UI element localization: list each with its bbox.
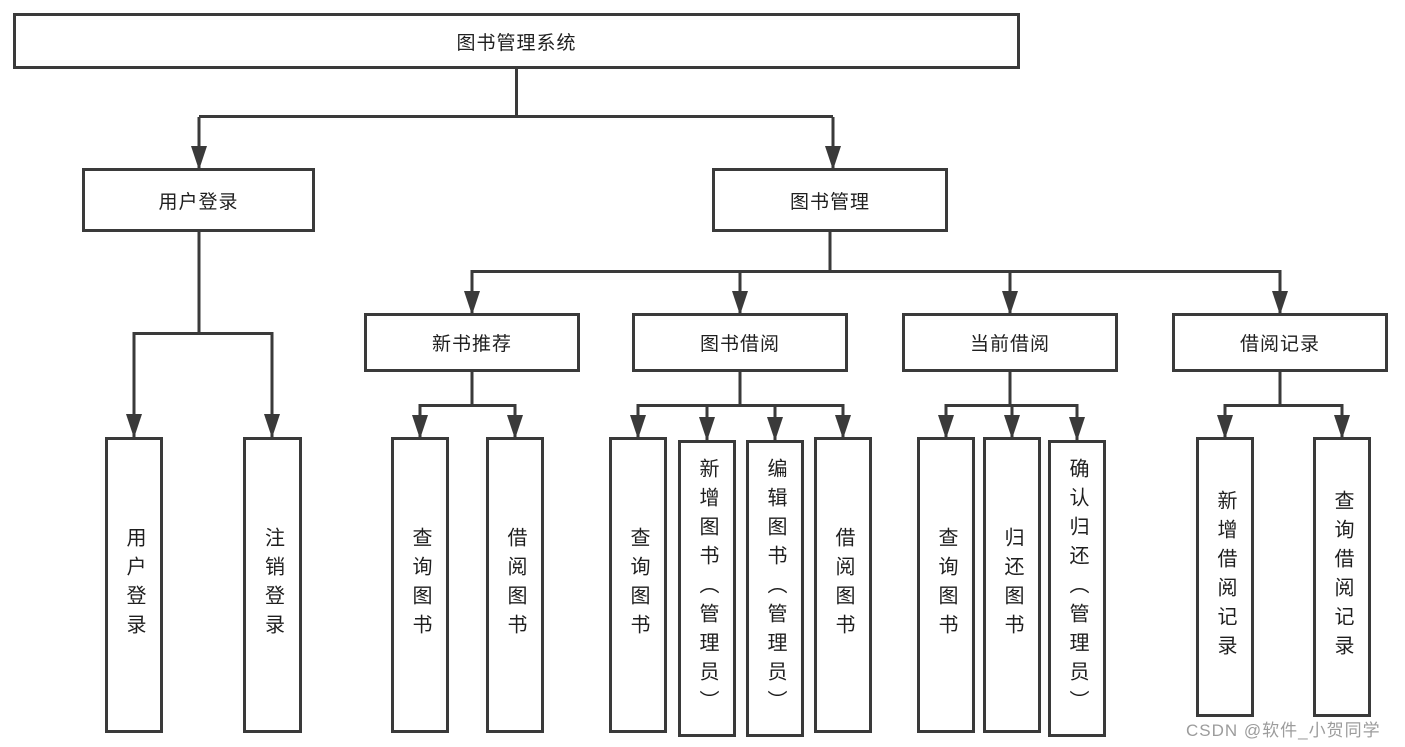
leaf-newrec-query-books: 查询图书: [391, 437, 449, 733]
leaf-logout-label: 注销登录: [261, 527, 284, 643]
node-borrowing-records: 借阅记录: [1172, 313, 1388, 372]
leaf-logout: 注销登录: [243, 437, 302, 733]
leaf-borrow-borrow-books-label: 借阅图书: [832, 527, 854, 643]
leaf-borrow-add-books-admin: 新增图书（管理员）: [678, 440, 736, 737]
leaf-user-login-label: 用户登录: [123, 527, 145, 643]
node-user-login: 用户登录: [82, 168, 315, 232]
leaf-current-query-books: 查询图书: [917, 437, 975, 733]
node-current-borrowing: 当前借阅: [902, 313, 1118, 372]
node-root-label: 图书管理系统: [456, 32, 577, 54]
leaf-records-add-record: 新增借阅记录: [1196, 437, 1254, 717]
leaf-current-return-books-label: 归还图书: [1001, 527, 1023, 643]
leaf-borrow-edit-books-admin: 编辑图书（管理员）: [746, 440, 804, 737]
leaf-borrow-query-books-label: 查询图书: [627, 527, 649, 643]
node-book-borrowing-label: 图书借阅: [699, 334, 780, 355]
leaf-newrec-borrow-books: 借阅图书: [486, 437, 544, 733]
leaf-current-return-books: 归还图书: [983, 437, 1041, 733]
node-user-login-label: 用户登录: [158, 191, 239, 213]
node-book-management-label: 图书管理: [789, 191, 870, 213]
node-borrowing-records-label: 借阅记录: [1239, 334, 1320, 355]
node-new-book-recommend-label: 新书推荐: [431, 334, 512, 355]
node-book-management: 图书管理: [712, 168, 948, 232]
leaf-borrow-query-books: 查询图书: [609, 437, 667, 733]
leaf-current-confirm-return-admin-label: 确认归还（管理员）: [1066, 458, 1088, 719]
leaf-user-login: 用户登录: [105, 437, 163, 733]
node-book-borrowing: 图书借阅: [632, 313, 848, 372]
leaf-current-confirm-return-admin: 确认归还（管理员）: [1048, 440, 1106, 737]
leaf-newrec-borrow-books-label: 借阅图书: [504, 527, 526, 643]
leaf-borrow-borrow-books: 借阅图书: [814, 437, 872, 733]
leaf-borrow-add-books-admin-label: 新增图书（管理员）: [696, 458, 718, 719]
leaf-current-query-books-label: 查询图书: [935, 527, 957, 643]
node-root: 图书管理系统: [13, 13, 1020, 69]
leaf-records-add-record-label: 新增借阅记录: [1214, 490, 1236, 664]
node-current-borrowing-label: 当前借阅: [969, 334, 1050, 355]
csdn-watermark: CSDN @软件_小贺同学: [1186, 721, 1381, 740]
leaf-newrec-query-books-label: 查询图书: [409, 527, 431, 643]
leaf-records-query-record-label: 查询借阅记录: [1331, 490, 1353, 664]
leaf-records-query-record: 查询借阅记录: [1313, 437, 1371, 717]
leaf-borrow-edit-books-admin-label: 编辑图书（管理员）: [764, 458, 786, 719]
node-new-book-recommend: 新书推荐: [364, 313, 580, 372]
